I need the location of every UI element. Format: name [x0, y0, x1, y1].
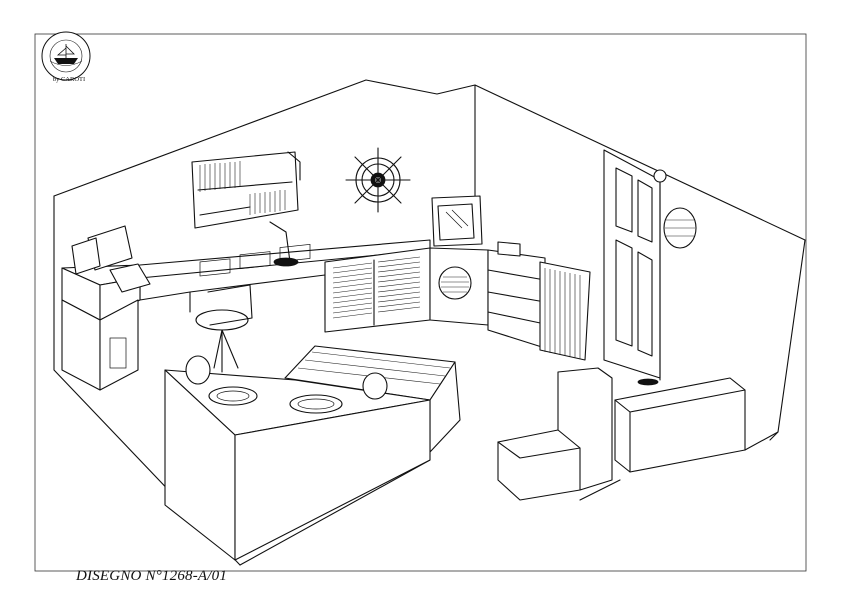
logo-byline: by CAROTI — [52, 76, 86, 83]
storage-steps — [497, 367, 746, 501]
open-shelf-unit — [487, 241, 591, 361]
louvered-cabinet — [324, 247, 431, 333]
desk-chair — [195, 284, 253, 373]
desk-lamp — [269, 221, 299, 267]
desk-counter — [61, 239, 431, 391]
company-logo — [41, 31, 91, 81]
ships-wheel-decoration — [345, 147, 411, 213]
drawing-number: DISEGNO N°1268-A/01 — [76, 568, 228, 584]
front-vanity — [164, 355, 431, 561]
corner-tv-cabinet — [429, 195, 489, 326]
drawing-frame — [34, 33, 807, 572]
door — [603, 149, 661, 379]
computer-monitor — [71, 225, 151, 293]
wall-bookshelf — [191, 151, 301, 229]
standing-lamp — [637, 169, 697, 386]
